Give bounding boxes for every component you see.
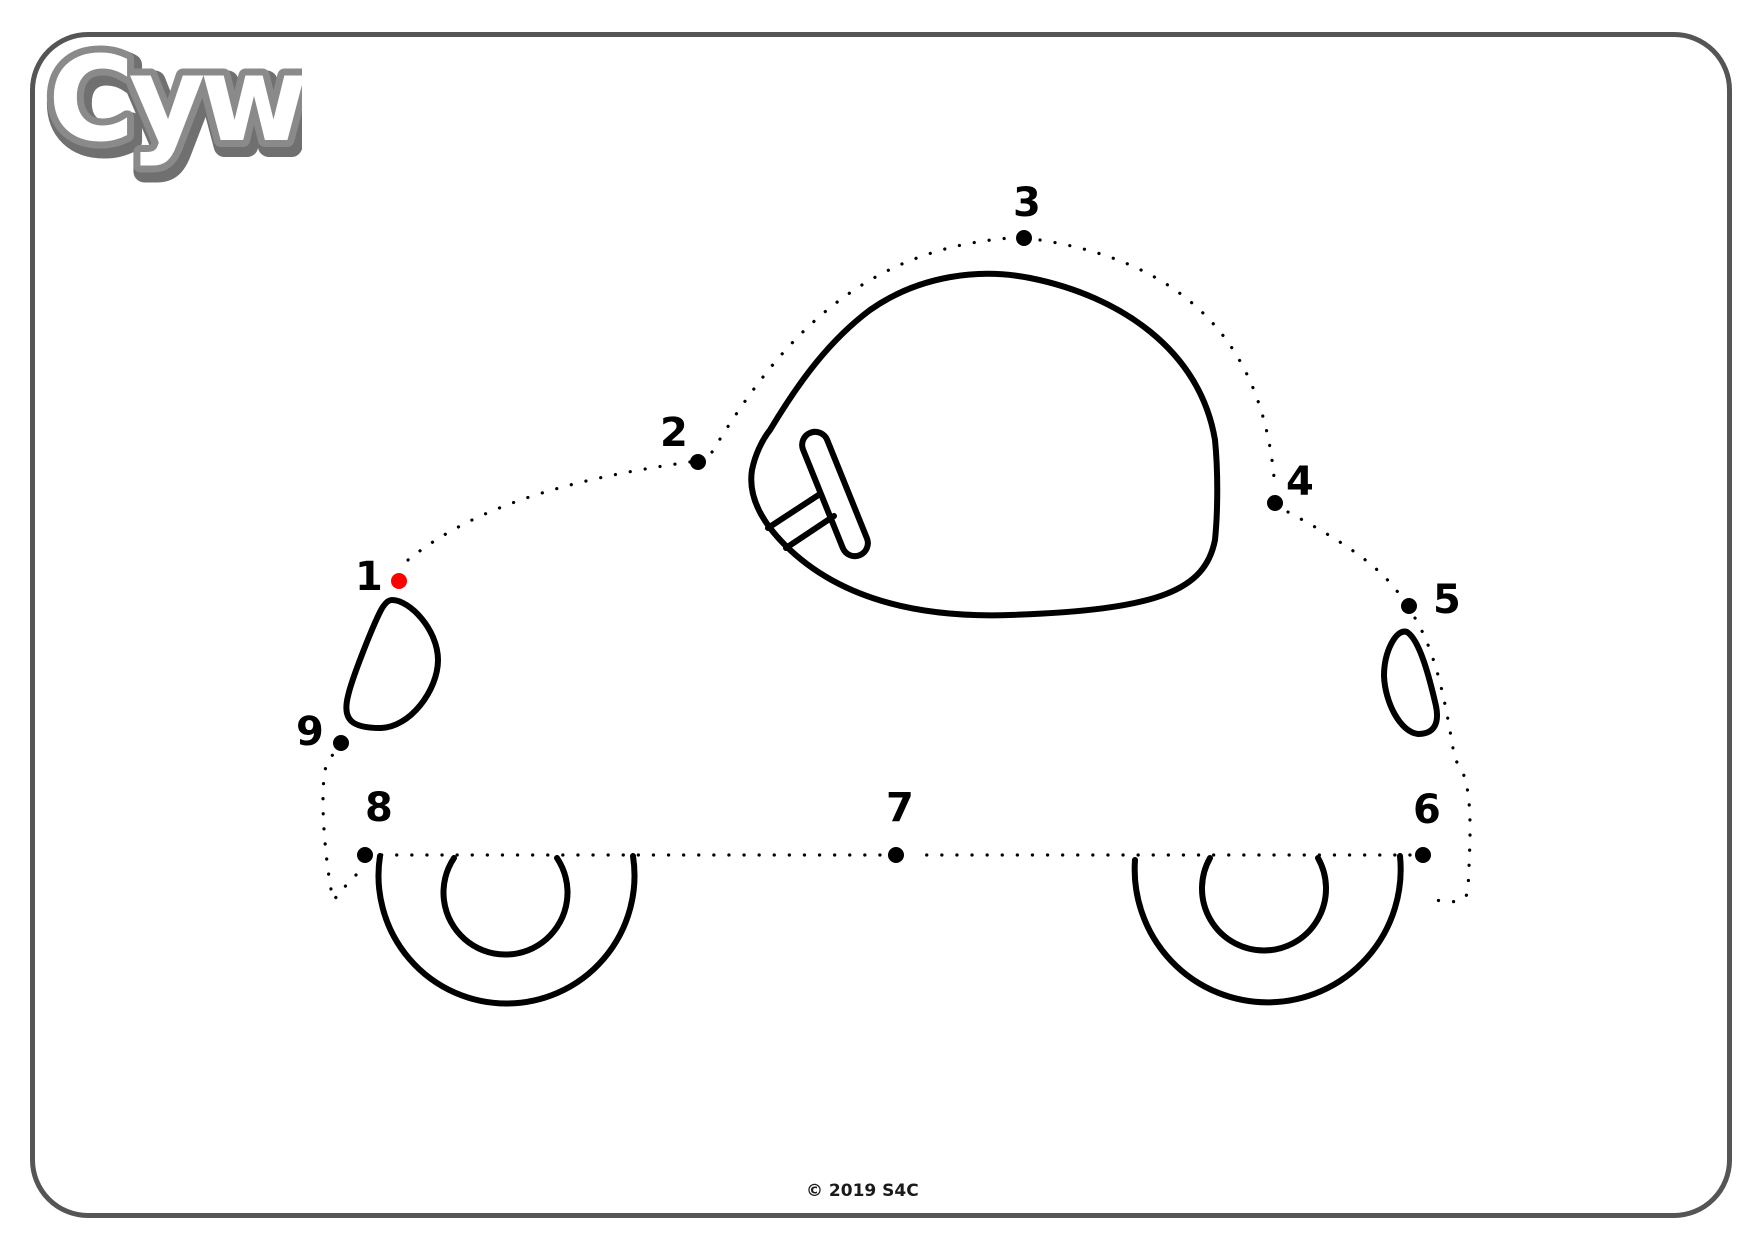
dot-3[interactable] (1016, 230, 1032, 246)
dotted-guide-path (321, 236, 1472, 904)
dot-6[interactable] (1415, 847, 1431, 863)
numbered-dots (333, 230, 1431, 863)
copyright-notice: © 2019 S4C (806, 1181, 919, 1201)
front-headlight-outline (343, 597, 441, 731)
dot-label-3: 3 (1013, 180, 1041, 226)
dot-2[interactable] (690, 454, 706, 470)
dot-label-2: 2 (660, 410, 688, 456)
dot-label-9: 9 (296, 709, 324, 755)
logo-text: Cyw (48, 38, 302, 168)
worksheet-frame (30, 32, 1732, 1218)
dot-label-8: 8 (365, 785, 393, 831)
rear-wheel-inner (1199, 855, 1329, 954)
dot-5[interactable] (1401, 598, 1417, 614)
dot-label-1: 1 (355, 554, 383, 600)
guide-segment-2-3 (710, 236, 1012, 454)
steering-support-icon (765, 491, 837, 551)
dot-8[interactable] (357, 847, 373, 863)
dot-label-4: 4 (1286, 459, 1314, 505)
guide-segment-3-4 (1038, 238, 1277, 492)
guide-segment-4-5 (1286, 510, 1404, 600)
car-outline-parts (343, 270, 1440, 1007)
dot-7[interactable] (888, 847, 904, 863)
cyw-logo: Cyw Cyw (42, 38, 302, 185)
dot-1-start[interactable] (391, 573, 407, 589)
guide-segment-8-9 (321, 748, 358, 902)
rear-wheel-outer (1131, 853, 1404, 1006)
guide-segment-1-2 (406, 460, 692, 562)
front-wheel-outer (375, 853, 638, 1007)
dot-labels: 1 2 3 4 5 6 7 8 9 (296, 180, 1461, 833)
car-window-outline (748, 270, 1221, 619)
dot-4[interactable] (1267, 495, 1283, 511)
rear-light-outline (1381, 628, 1440, 737)
dot-label-6: 6 (1413, 787, 1441, 833)
dot-label-7: 7 (886, 785, 914, 831)
logo-shadow: Cyw (52, 38, 302, 174)
dot-9[interactable] (333, 735, 349, 751)
steering-wheel-icon (799, 428, 871, 560)
dot-label-5: 5 (1433, 577, 1461, 623)
front-wheel-inner (440, 855, 571, 958)
